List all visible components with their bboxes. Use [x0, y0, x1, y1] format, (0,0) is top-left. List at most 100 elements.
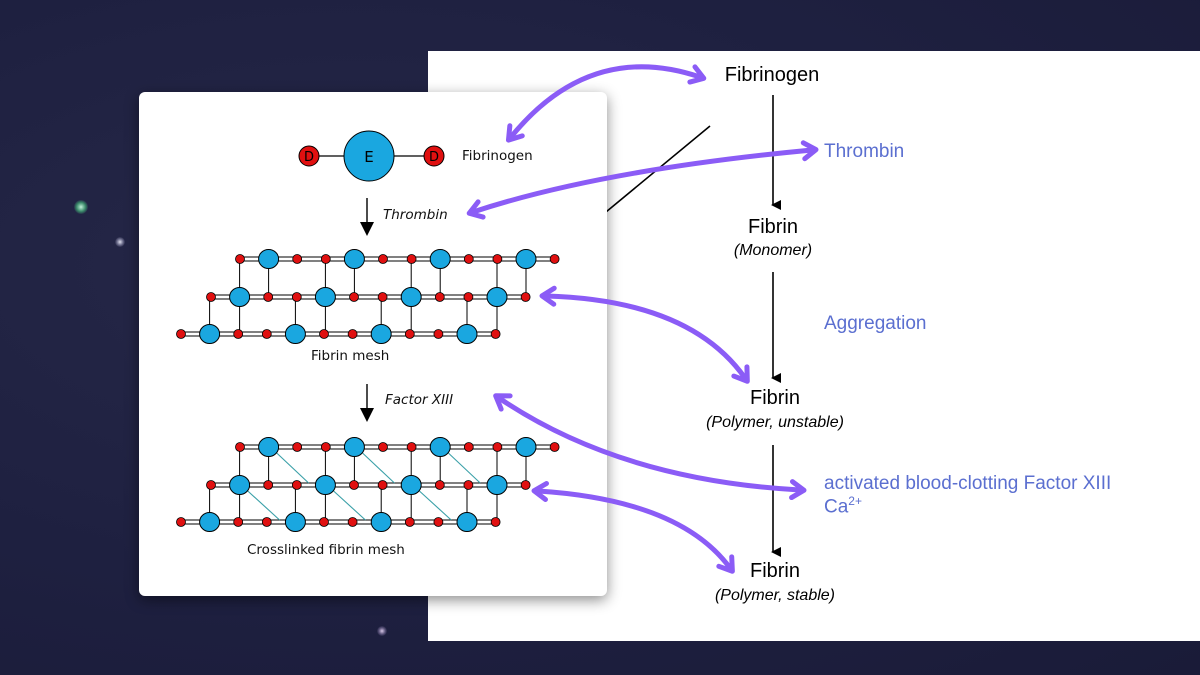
mesh-e-node	[456, 324, 478, 344]
mesh-d-node	[233, 517, 244, 527]
mesh-d-node	[549, 254, 560, 264]
mesh-d-node	[434, 292, 445, 302]
mesh-d-node	[349, 480, 359, 490]
mesh-d-node	[463, 480, 474, 490]
mesh-label: Fibrin mesh	[311, 348, 390, 364]
molecule-d-left-node	[298, 145, 320, 167]
background-star	[115, 237, 125, 247]
flow-thrombin: Thrombin	[824, 141, 905, 162]
crosslinked-label: Crosslinked fibrin mesh	[247, 542, 405, 558]
mesh-d-node	[433, 329, 444, 339]
flow-aggregation: Aggregation	[824, 313, 927, 334]
mesh-e-node	[314, 475, 336, 495]
arrow-unstable-link	[539, 285, 750, 384]
mesh-d-node	[463, 254, 474, 264]
background-star	[377, 626, 387, 636]
background-star	[74, 200, 88, 214]
step-arrow-thrombin	[360, 198, 374, 236]
factor-xiii-label: activated blood-clotting Factor XIII	[824, 473, 1112, 494]
mesh-d-node	[235, 442, 245, 452]
mesh-d-node	[433, 517, 444, 527]
mesh-e-node	[429, 249, 451, 269]
mesh-e-node	[229, 287, 251, 307]
mesh-e-node	[456, 512, 478, 532]
mesh-d-node	[492, 254, 503, 264]
mesh-d-node	[292, 254, 303, 264]
fibrin-mesh	[176, 249, 560, 344]
crosslink	[416, 488, 452, 521]
mesh-d-node	[406, 254, 417, 264]
mesh-d-node	[320, 254, 331, 264]
mesh-d-node	[206, 292, 216, 302]
mesh-d-node	[291, 480, 302, 490]
flow-fibrin-stable-title: Fibrin	[749, 560, 800, 582]
mesh-d-node	[404, 329, 415, 339]
mesh-d-node	[235, 254, 245, 264]
mesh-d-node	[378, 442, 388, 452]
molecule-d-right-node	[423, 145, 445, 167]
mesh-d-node	[404, 517, 415, 527]
mesh-d-node	[349, 292, 359, 302]
mesh-e-node	[258, 249, 280, 269]
flow-fibrin-monomer-title: Fibrin	[747, 216, 798, 238]
mesh-d-node	[377, 480, 388, 490]
crosslink	[360, 450, 395, 484]
flow-fibrin-monomer-sub: (Monomer)	[733, 242, 813, 259]
mesh-e-node	[343, 249, 365, 269]
molecule-d-left-label: D	[304, 150, 314, 165]
mesh-d-node	[490, 517, 501, 527]
molecule-e-node	[343, 130, 395, 182]
mesh-e-node	[486, 287, 508, 307]
mesh-d-node	[347, 329, 358, 339]
mesh-d-node	[377, 292, 388, 302]
mesh-d-node	[261, 329, 272, 339]
mesh-d-node	[176, 329, 186, 339]
mesh-e-node	[199, 324, 221, 344]
mesh-e-node	[258, 437, 280, 457]
mesh-d-node	[263, 292, 274, 302]
mesh-d-node	[463, 442, 474, 452]
mesh-e-node	[284, 324, 306, 344]
mesh-d-node	[320, 442, 331, 452]
mesh-d-node	[261, 517, 272, 527]
mesh-e-node	[370, 512, 392, 532]
mesh-d-node	[347, 517, 358, 527]
flow-fibrinogen: Fibrinogen	[724, 64, 820, 86]
molecule-e-label: E	[364, 148, 373, 166]
mesh-d-node	[378, 254, 388, 264]
crosslink	[331, 488, 366, 521]
mesh-d-node	[176, 517, 186, 527]
arrow-fibrinogen-link	[505, 64, 707, 143]
mesh-d-node	[206, 480, 216, 490]
mesh-d-node	[263, 480, 274, 490]
mesh-e-node	[370, 324, 392, 344]
molecule-d-right-label: D	[429, 150, 439, 165]
mesh-d-node	[406, 442, 417, 452]
mesh-e-node	[515, 249, 537, 269]
arrow-thrombin-link	[466, 140, 819, 220]
mesh-d-node	[292, 442, 303, 452]
flow-fibrin-stable-sub: (Polymer, stable)	[714, 587, 836, 604]
crosslink	[245, 488, 280, 521]
mesh-d-node	[463, 292, 474, 302]
mesh-e-node	[343, 437, 365, 457]
mesh-d-node	[233, 329, 244, 339]
step2-label: Factor XIII	[385, 392, 454, 408]
arrow-factor-xiii-link	[493, 393, 807, 501]
arrow-stable-link	[531, 481, 735, 574]
crosslink	[445, 450, 481, 484]
mesh-d-node	[490, 329, 501, 339]
flow-factor-xiii: activated blood-clotting Factor XIII Ca2…	[824, 473, 1111, 518]
mesh-e-node	[400, 287, 422, 307]
mesh-e-node	[284, 512, 306, 532]
calcium-superscript: 2+	[848, 493, 862, 508]
mesh-d-node	[434, 480, 445, 490]
mesh-e-node	[400, 475, 422, 495]
crosslink	[274, 450, 309, 484]
mesh-e-node	[314, 287, 336, 307]
mesh-d-node	[520, 292, 531, 302]
mesh-e-node	[429, 437, 451, 457]
calcium-label: Ca2+	[824, 493, 862, 518]
step1-label: Thrombin	[383, 207, 448, 223]
